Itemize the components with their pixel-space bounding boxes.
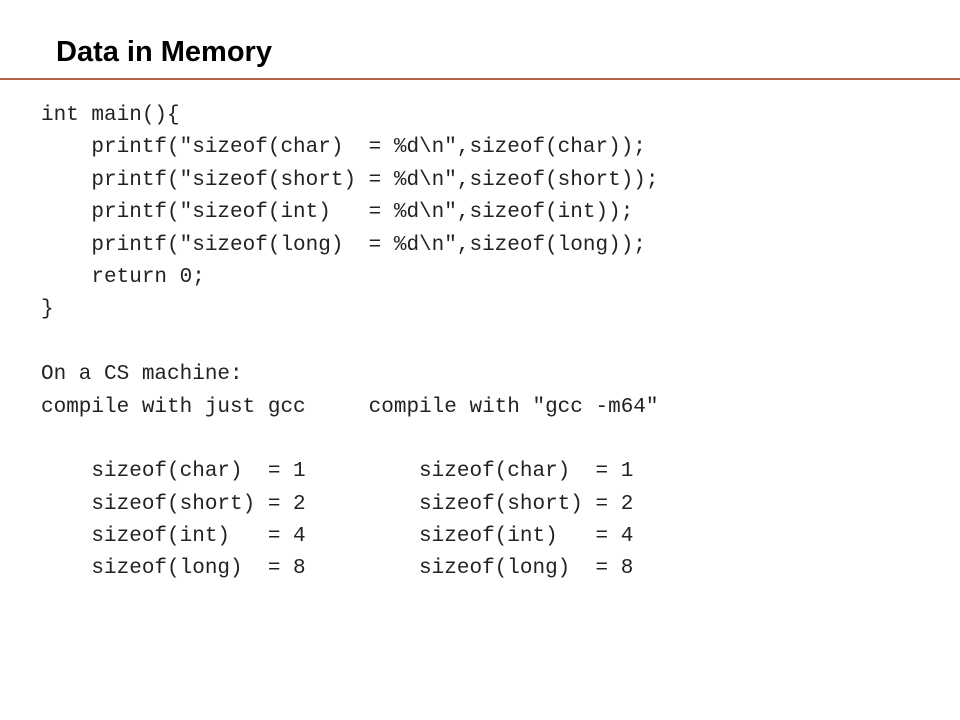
code-line-blank xyxy=(41,424,659,456)
code-line-compile-modes: compile with just gcc compile with "gcc … xyxy=(41,395,659,419)
code-line-machine-heading: On a CS machine: xyxy=(41,363,243,387)
code-block: int main(){ printf("sizeof(char) = %d\n"… xyxy=(41,100,659,586)
code-line-result-int: sizeof(int) = 4 sizeof(int) = 4 xyxy=(41,525,634,549)
slide-title: Data in Memory xyxy=(56,36,272,68)
code-line-result-long: sizeof(long) = 8 sizeof(long) = 8 xyxy=(41,557,634,581)
code-line-main-signature: int main(){ xyxy=(41,104,180,127)
code-line-result-short: sizeof(short) = 2 sizeof(short) = 2 xyxy=(41,492,634,516)
code-line-printf-short: printf("sizeof(short) = %d\n",sizeof(sho… xyxy=(41,168,659,192)
code-line-closing-brace: } xyxy=(41,298,54,322)
code-line-result-char: sizeof(char) = 1 sizeof(char) = 1 xyxy=(41,460,634,484)
title-divider xyxy=(0,78,960,80)
code-line-return: return 0; xyxy=(41,265,205,289)
code-line-printf-long: printf("sizeof(long) = %d\n",sizeof(long… xyxy=(41,233,646,257)
code-line-printf-char: printf("sizeof(char) = %d\n",sizeof(char… xyxy=(41,136,646,160)
code-line-blank xyxy=(41,327,659,359)
code-line-printf-int: printf("sizeof(int) = %d\n",sizeof(int))… xyxy=(41,201,634,225)
